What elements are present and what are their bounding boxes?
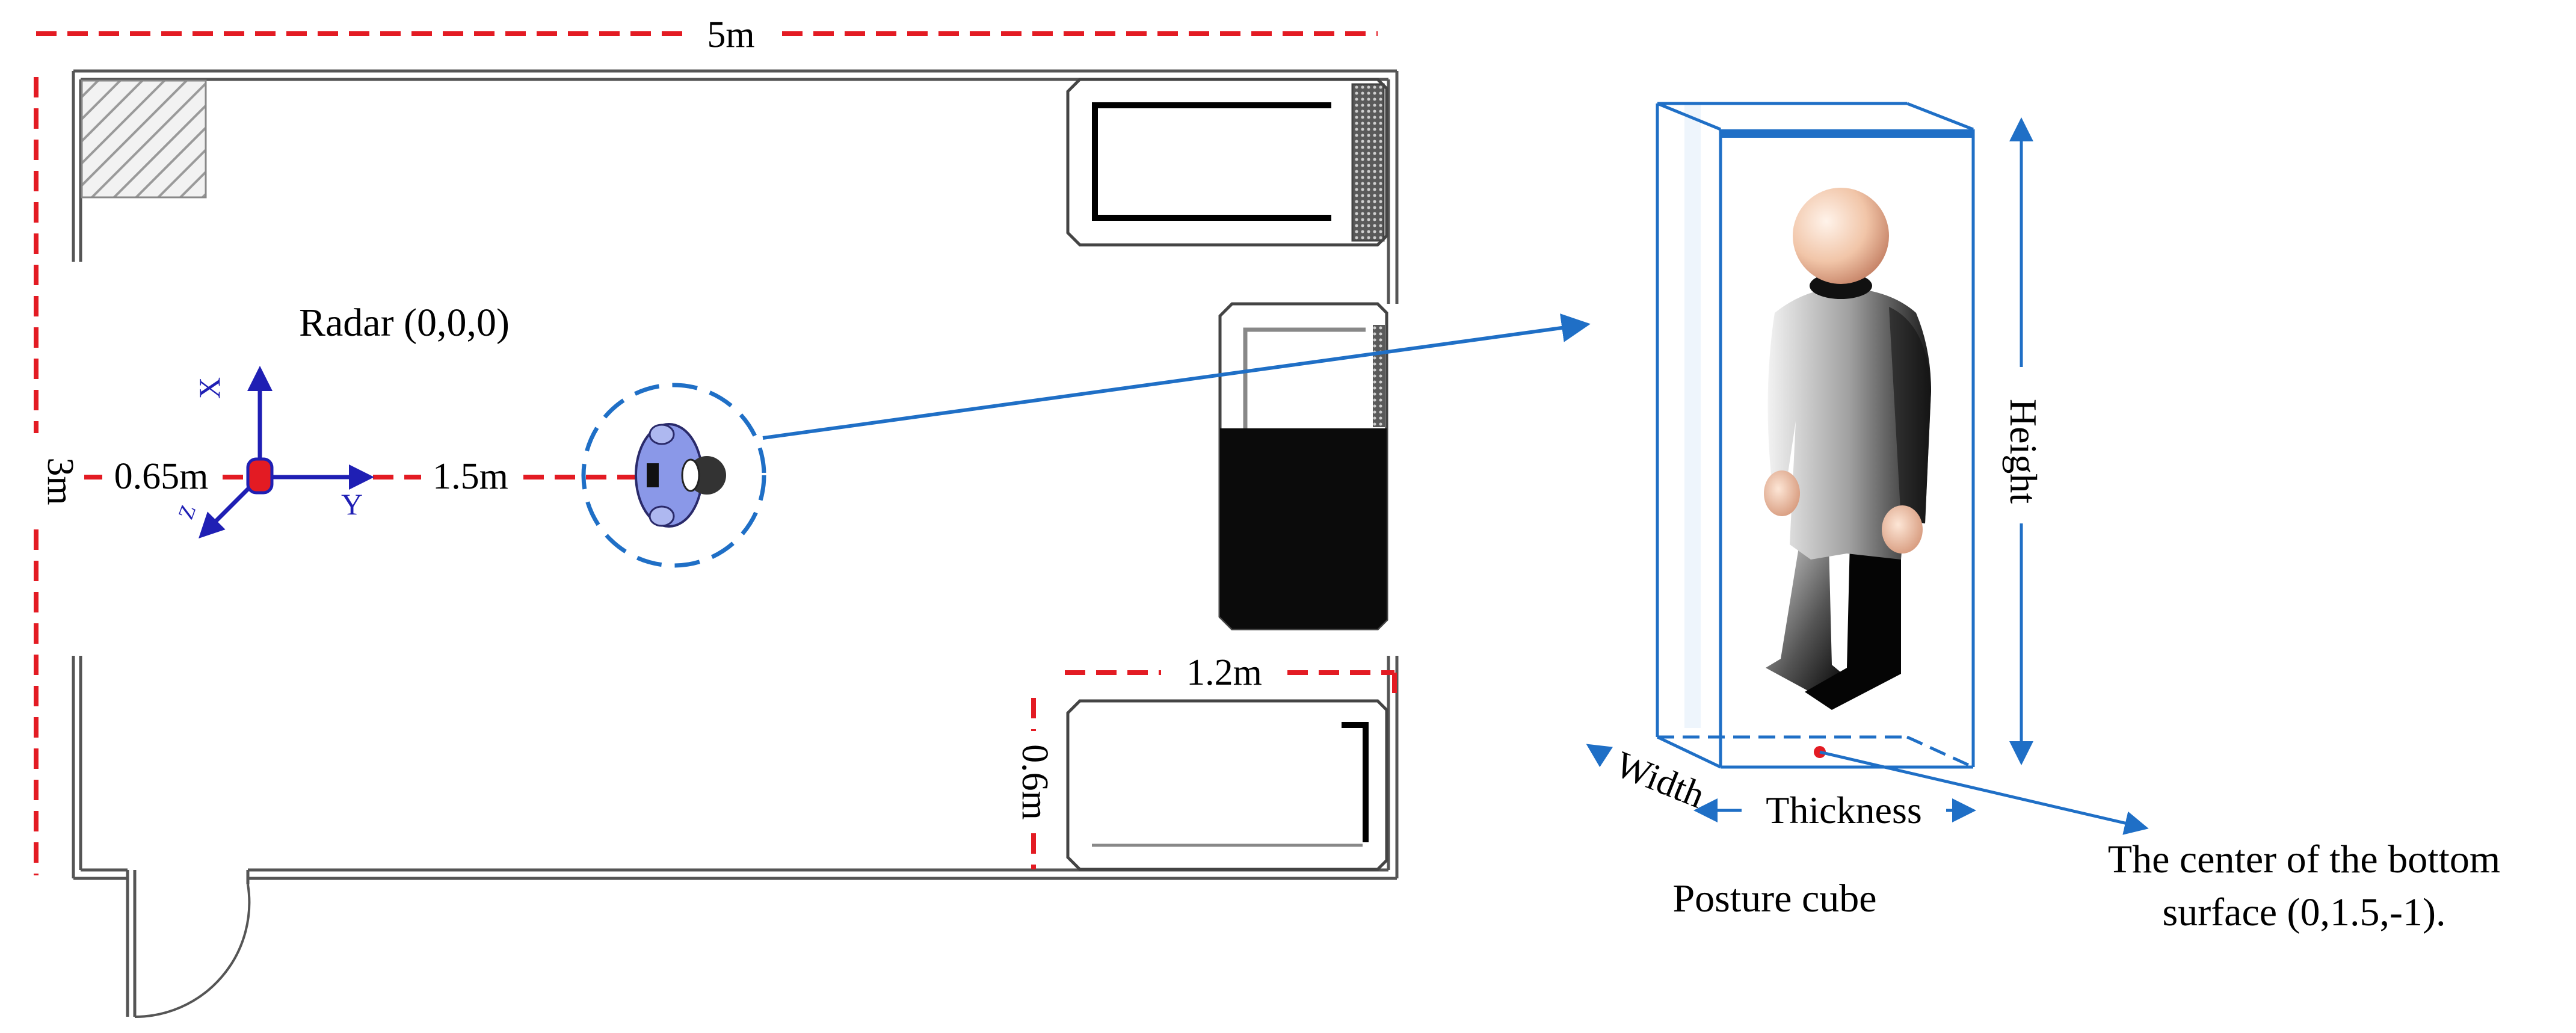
posture-cube bbox=[1656, 102, 1975, 769]
axis-y-label: Y bbox=[341, 487, 363, 521]
label-thickness: Thickness bbox=[1766, 789, 1922, 831]
center-caption-line1: The center of the bottom bbox=[2108, 837, 2500, 881]
furniture-top-right bbox=[1066, 78, 1388, 247]
center-pointer-arrow bbox=[1819, 750, 2149, 835]
pointer-arrow-to-cube bbox=[762, 313, 1591, 440]
center-caption-line2: surface (0,1.5,-1). bbox=[2163, 890, 2446, 934]
label-room-length: 5m bbox=[707, 14, 754, 55]
axis-z-label: Z bbox=[173, 502, 200, 522]
hatched-corner-fixture bbox=[81, 79, 207, 199]
label-height: Height bbox=[2002, 399, 2045, 504]
furniture-middle-bed bbox=[1218, 302, 1388, 631]
person-top-view bbox=[635, 423, 726, 528]
label-dist-wall: 0.65m bbox=[114, 456, 209, 497]
label-dist-person: 1.5m bbox=[433, 456, 508, 497]
door-swing bbox=[134, 884, 251, 1019]
radar-sensor bbox=[246, 457, 274, 495]
cube-title: Posture cube bbox=[1672, 877, 1876, 920]
radar-label: Radar (0,0,0) bbox=[299, 301, 510, 345]
label-bed-width: 0.6m bbox=[1014, 744, 1055, 820]
person-zone-circle bbox=[581, 383, 766, 568]
furniture-bottom-right bbox=[1066, 699, 1388, 871]
width-arrow-tick bbox=[1586, 744, 1613, 768]
label-room-width: 3m bbox=[40, 457, 81, 505]
axis-x-label: X bbox=[193, 377, 226, 399]
dimension-lines bbox=[34, 31, 1397, 875]
label-bed-length: 1.2m bbox=[1186, 652, 1262, 693]
standing-person-figure bbox=[1764, 188, 1931, 710]
